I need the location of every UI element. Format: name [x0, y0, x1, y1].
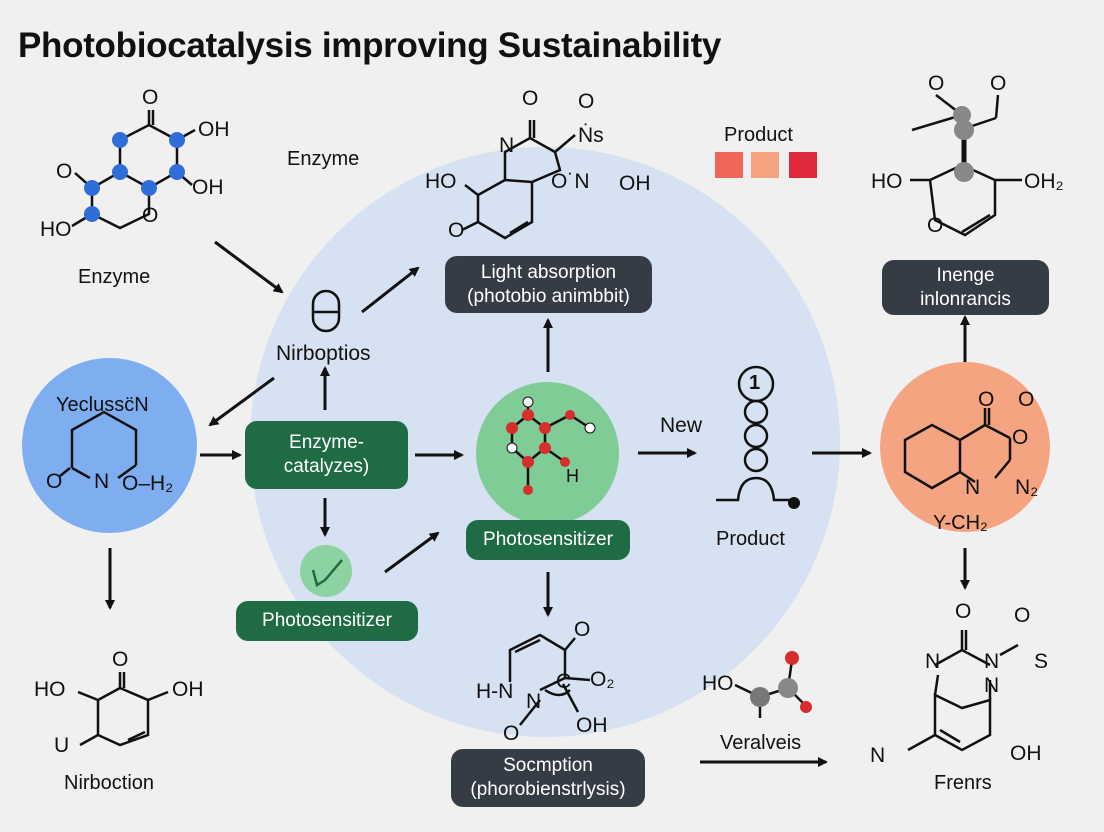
blue-circle-o: O [46, 470, 63, 493]
box-socmption-line1: Socmption [503, 755, 593, 776]
atom-label: OH [198, 118, 230, 141]
atom-label: O [503, 722, 520, 745]
orange-circle-n: N [965, 476, 981, 499]
atom-label: O [56, 160, 73, 183]
box-light-absorption-line2: (photobio animbbit) [467, 285, 630, 307]
box-photosensitizer-mid-label: Photosensitizer [483, 529, 613, 550]
box-socmption: Socmption (phorobienstrlysis) [451, 749, 645, 807]
blue-circle-title: Yeclussc̈N [56, 394, 149, 416]
atom-label: Ṅs [578, 124, 604, 147]
box-photosensitizer-left-label: Photosensitizer [262, 610, 392, 631]
page-title: Photobiocatalysis improving Sustainabili… [18, 26, 722, 65]
orange-circle-o1: O [978, 388, 995, 411]
atom-label: O [142, 86, 159, 109]
box-photosensitizer-left: Photosensitizer [236, 601, 418, 641]
swatch-peach [751, 152, 779, 178]
bottom-right-molecule [907, 630, 1019, 752]
orange-circle-molecule [903, 408, 1012, 490]
atom-label: N [870, 744, 886, 767]
box-enzyme-catalyzes-line1: Enzyme- [289, 432, 364, 453]
atom-label: O [448, 219, 465, 242]
blue-circle-oh2: O–H₂ [122, 472, 174, 495]
atom-label: O [955, 600, 972, 623]
atom-label: O₂ [590, 668, 615, 691]
atom-label: OH [172, 678, 204, 701]
atom-label: OH₂ [1024, 170, 1064, 193]
label-enzyme-left: Enzyme [78, 266, 151, 288]
atom-label: S [1034, 650, 1049, 673]
blue-circle-molecule [59, 410, 138, 480]
label-product-mid: Product [716, 528, 785, 550]
top-middle-molecule [461, 120, 576, 240]
box-photosensitizer-mid: Photosensitizer [466, 520, 630, 560]
atom-label: N [526, 690, 542, 713]
box-inenge: Inenge inlonrancis [882, 260, 1049, 315]
checkmark-circle [300, 545, 352, 597]
box-enzyme-catalyzes-line2: catalyzes) [283, 456, 370, 477]
atom-balls [84, 106, 974, 713]
step-number: 1 [749, 372, 761, 394]
box-enzyme-catalyzes: Enzyme- catalyzes) [245, 421, 408, 489]
label-product-top: Product [724, 124, 793, 146]
atom-label: C [556, 670, 572, 693]
atom-label: N [499, 134, 515, 157]
label-frenrs: Frenrs [934, 772, 992, 794]
box-inenge-line1: Inenge [936, 264, 995, 286]
orange-circle-n2: N₂ [1015, 476, 1039, 499]
atom-label: O [574, 618, 591, 641]
orange-circle-o3: O [1012, 426, 1029, 449]
atom-label: OH [619, 172, 651, 195]
enzyme-pill-icon [311, 289, 341, 333]
atom-label: O [578, 90, 595, 113]
atom-label: HO [34, 678, 66, 701]
flow-arrows [105, 240, 970, 767]
blue-circle-n: N [94, 470, 110, 493]
atom-label: OH [576, 714, 608, 737]
atom-label: O˙N [551, 170, 590, 193]
swatch-red [715, 152, 743, 178]
atom-label: U [54, 734, 70, 757]
orange-circle-o2: O [1018, 388, 1035, 411]
box-socmption-line2: (phorobienstrlysis) [470, 779, 626, 800]
atom-label: N [925, 650, 941, 673]
atom-label: O [928, 72, 945, 95]
label-niroptios: Nirboptios [276, 342, 371, 365]
green-circle-h: H [566, 466, 579, 486]
label-enzyme-top: Enzyme [287, 148, 360, 170]
atom-label: N [984, 650, 1000, 673]
label-nirboction: Nirboction [64, 772, 155, 794]
orange-product-circle [880, 362, 1050, 532]
blue-reactant-circle [22, 358, 197, 533]
atom-label: HO [40, 218, 72, 241]
atom-label: HO [702, 672, 734, 695]
atom-label: OH [192, 176, 224, 199]
atom-label: N [984, 674, 1000, 697]
atom-label: H-N [476, 680, 514, 703]
atom-label: O [522, 87, 539, 110]
checkmark-icon [311, 559, 343, 587]
box-light-absorption: Light absorption (photobio animbbit) [445, 256, 652, 313]
atom-label: HO [871, 170, 903, 193]
label-new: New [660, 414, 703, 437]
green-photosensitizer-circle [476, 382, 619, 525]
bottom-left-molecule [77, 672, 169, 747]
atom-label: O [927, 214, 944, 237]
atom-label: O [112, 648, 129, 671]
box-inenge-line2: inlonrancis [920, 288, 1011, 310]
product-chain [716, 365, 798, 502]
orange-circle-y: Y-CH₂ [933, 512, 988, 534]
label-veralveis: Veralveis [720, 732, 802, 754]
swatch-crimson [789, 152, 817, 178]
bottom-middle-molecule [508, 633, 591, 726]
atom-label: O [1014, 604, 1031, 627]
atom-label: O [990, 72, 1007, 95]
box-light-absorption-line1: Light absorption [480, 261, 617, 283]
atom-label: O [142, 204, 159, 227]
atom-label: OH [1010, 742, 1042, 765]
atom-label: HO [425, 170, 457, 193]
